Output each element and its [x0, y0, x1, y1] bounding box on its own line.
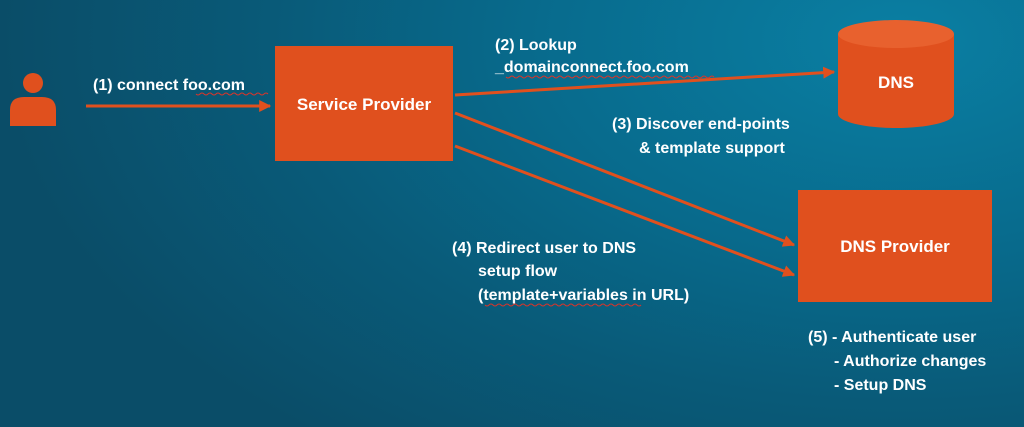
step-3-discover-line-2: & template support	[639, 140, 785, 157]
step-1-domain: foo.com	[183, 77, 245, 94]
dns-label: DNS	[878, 73, 914, 92]
step-4-redirect-line-3: (template+variables in URL)	[478, 287, 689, 304]
service-provider-label: Service Provider	[297, 95, 432, 114]
arrow-discover	[454, 111, 796, 247]
arrow-redirect	[454, 144, 796, 277]
step-3-discover-line-1: (3) Discover end-points	[612, 116, 790, 133]
step-4-redirect-line-1: (4) Redirect user to DNS	[452, 240, 636, 257]
dns-provider-node: DNS Provider	[798, 190, 992, 302]
arrow-lookup	[454, 66, 836, 97]
step-2-lookup-domain: _domainconnect.foo.com	[494, 59, 689, 76]
dns-provider-box	[798, 190, 992, 302]
step-5-line-3: - Setup DNS	[834, 377, 927, 394]
service-provider-box	[275, 46, 453, 161]
cylinder-database-icon: DNS	[838, 20, 954, 128]
step-5-line-1: (5) - Authenticate user	[808, 329, 976, 346]
spellcheck-underline	[505, 75, 715, 79]
step-4-redirect-line-2: setup flow	[478, 263, 558, 280]
person-icon	[10, 73, 56, 126]
spellcheck-underline	[484, 303, 642, 307]
dns-provider-label: DNS Provider	[840, 237, 950, 256]
step-2-lookup-title: (2) Lookup	[495, 37, 577, 54]
step-1-connect-label: (1) connect foo.com	[93, 77, 245, 94]
service-provider-node: Service Provider	[275, 46, 453, 161]
spellcheck-underline	[195, 92, 269, 96]
step-5-line-2: - Authorize changes	[834, 353, 986, 370]
